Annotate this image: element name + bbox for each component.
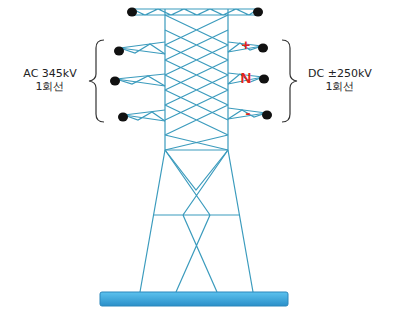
pole-symbol: N: [238, 69, 254, 87]
foundation-base: [100, 292, 288, 306]
pole-symbol: -: [240, 104, 256, 122]
pole-symbol: +: [238, 36, 254, 54]
circuit-label: AC 345kV 1회선: [19, 67, 81, 93]
circuit-label: DC ±250kV 1회선: [306, 67, 374, 93]
lattice-tower: [116, 9, 266, 292]
conductor-dots: [110, 8, 272, 122]
brackets: [89, 40, 297, 122]
